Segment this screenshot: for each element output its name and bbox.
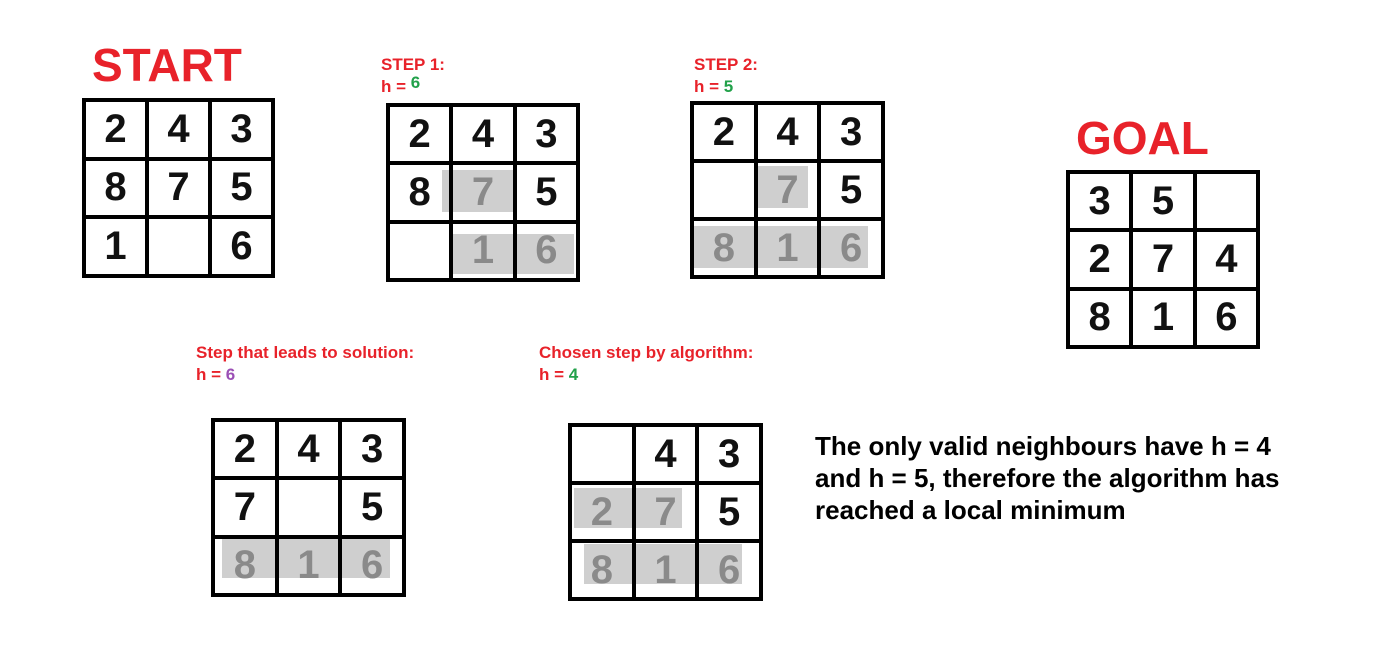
chosen-step-title: Chosen step by algorithm: [539, 343, 754, 362]
step2-board: 2 4 3 7 5 8 1 6 [690, 101, 885, 279]
board-cell: 1 [84, 217, 147, 276]
board-cell: 6 [819, 219, 883, 277]
step1-title: STEP 1: [381, 55, 445, 74]
board-cell: 7 [1131, 230, 1195, 289]
board-cell: 5 [340, 478, 404, 537]
board-cell: 4 [147, 100, 210, 159]
chosen-step-board: 4 3 2 7 5 8 1 6 [568, 423, 763, 601]
step1-label: STEP 1: h = 6 [381, 54, 445, 98]
board-cell: 4 [451, 105, 515, 164]
board-cell [692, 161, 756, 219]
goal-title: GOAL [1076, 112, 1209, 164]
step1-h-value: 6 [410, 73, 421, 92]
explanation-note: The only valid neighbours have h = 4 and… [815, 430, 1279, 526]
board-cell: 3 [697, 425, 761, 483]
goal-board: 3 5 2 7 4 8 1 6 [1066, 170, 1260, 349]
board-cell: 1 [451, 221, 515, 280]
board-cell: 6 [514, 221, 578, 280]
board-cell: 2 [1068, 230, 1132, 289]
solution-step-h-label: h = [196, 365, 222, 384]
note-line: reached a local minimum [815, 495, 1126, 525]
board-cell: 6 [210, 217, 273, 276]
solution-step-h-value: 6 [225, 365, 236, 384]
board-cell: 3 [514, 105, 578, 164]
board-cell: 5 [819, 161, 883, 219]
board-cell: 5 [210, 158, 273, 218]
board-cell [147, 217, 210, 276]
board-cell: 4 [633, 425, 698, 483]
board-cell: 8 [213, 536, 277, 595]
moved-tiles-highlight [758, 166, 808, 208]
board-cell [570, 425, 634, 483]
solution-step-title: Step that leads to solution: [196, 343, 415, 362]
board-cell: 2 [388, 105, 452, 164]
board-cell: 4 [755, 103, 820, 161]
board-cell: 7 [451, 163, 515, 222]
board-cell: 8 [1068, 288, 1132, 347]
board-cell: 7 [213, 478, 277, 537]
step1-h-label: h = [381, 77, 407, 96]
board-cell: 2 [213, 420, 277, 479]
board-cell: 8 [388, 163, 452, 222]
chosen-step-h-label: h = [539, 365, 565, 384]
board-cell: 4 [1194, 230, 1258, 289]
board-cell: 1 [633, 541, 698, 599]
moved-tiles-highlight [584, 544, 742, 584]
start-board: 2 4 3 8 7 5 1 6 [82, 98, 275, 278]
board-cell: 5 [514, 163, 578, 222]
board-cell: 5 [1131, 172, 1195, 231]
note-line: and h = 5, therefore the algorithm has [815, 463, 1280, 493]
step2-label: STEP 2: h = 5 [694, 54, 758, 98]
board-cell [276, 478, 341, 537]
board-cell: 1 [755, 219, 820, 277]
step1-board: 2 4 3 8 7 5 1 6 [386, 103, 580, 282]
board-cell [388, 221, 452, 280]
step2-h-label: h = [694, 77, 720, 96]
board-cell [1194, 172, 1258, 231]
board-cell: 5 [697, 483, 761, 541]
board-cell: 2 [84, 100, 147, 159]
chosen-step-h-value: 4 [568, 365, 579, 384]
board-cell: 7 [633, 483, 698, 541]
board-cell: 6 [1194, 288, 1258, 347]
board-cell: 8 [84, 158, 147, 218]
moved-tiles-highlight [574, 488, 682, 528]
board-cell: 7 [147, 158, 210, 218]
board-cell: 8 [570, 541, 634, 599]
board-cell: 1 [276, 536, 341, 595]
moved-tiles-highlight [450, 234, 574, 274]
board-cell: 1 [1131, 288, 1195, 347]
board-cell: 3 [1068, 172, 1132, 231]
chosen-step-label: Chosen step by algorithm: h = 4 [539, 342, 753, 386]
start-title: START [92, 39, 242, 91]
board-cell: 3 [340, 420, 404, 479]
solution-step-label: Step that leads to solution: h = 6 [196, 342, 414, 386]
moved-tiles-highlight [222, 538, 390, 578]
board-cell: 4 [276, 420, 341, 479]
note-line: The only valid neighbours have h = 4 [815, 431, 1271, 461]
moved-tiles-highlight [694, 226, 868, 268]
board-cell: 2 [570, 483, 634, 541]
board-cell: 6 [340, 536, 404, 595]
step2-h-value: 5 [723, 77, 734, 96]
board-cell: 6 [697, 541, 761, 599]
board-cell: 2 [692, 103, 756, 161]
board-cell: 7 [755, 161, 820, 219]
solution-step-board: 2 4 3 7 5 8 1 6 [211, 418, 406, 597]
board-cell: 8 [692, 219, 756, 277]
step2-title: STEP 2: [694, 55, 758, 74]
board-cell: 3 [210, 100, 273, 159]
board-cell: 3 [819, 103, 883, 161]
moved-tiles-highlight [442, 170, 514, 212]
